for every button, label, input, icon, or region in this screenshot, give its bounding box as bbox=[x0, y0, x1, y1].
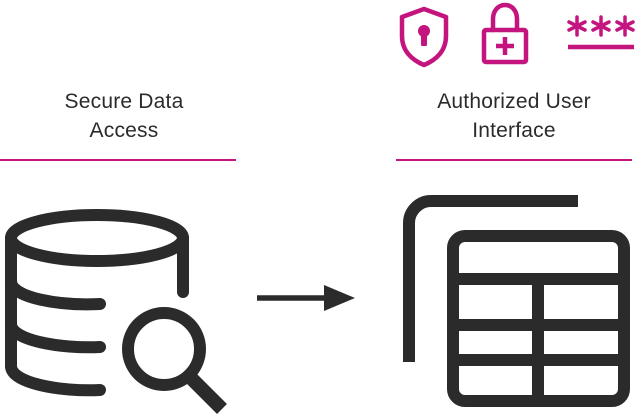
arrow-right-icon bbox=[257, 285, 355, 311]
shield-keyhole-icon bbox=[399, 6, 449, 68]
left-divider bbox=[0, 159, 236, 161]
right-divider bbox=[396, 159, 632, 161]
table-window-icon bbox=[403, 195, 630, 407]
label-line: Interface bbox=[472, 119, 556, 142]
padlock-plus-icon bbox=[481, 2, 529, 65]
database-search-icon bbox=[5, 209, 227, 414]
magnifier-icon bbox=[122, 307, 227, 414]
label-line: Secure Data bbox=[64, 90, 184, 113]
label-line: Authorized User bbox=[437, 90, 591, 113]
authorized-user-interface-label: Authorized User Interface bbox=[394, 87, 634, 145]
secure-data-access-label: Secure Data Access bbox=[4, 87, 244, 145]
password-asterisks-icon bbox=[567, 15, 635, 50]
label-line: Access bbox=[89, 119, 159, 142]
